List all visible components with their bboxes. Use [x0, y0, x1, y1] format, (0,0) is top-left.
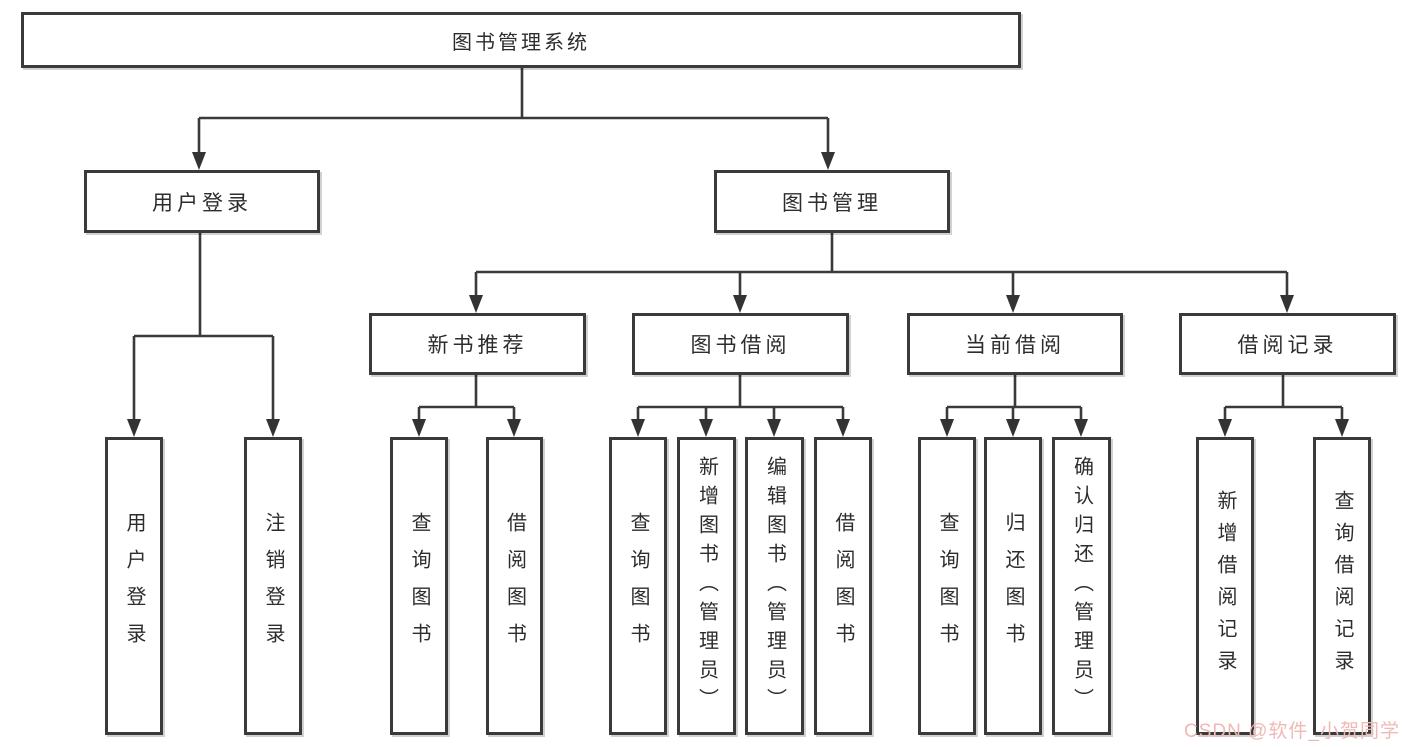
leaf-query-books-recommend: 查询图书 — [390, 437, 448, 735]
csdn-watermark: CSDN @软件_小贺同学 — [1184, 721, 1400, 742]
leaf-borrow-books-recommend: 借阅图书 — [486, 437, 543, 735]
leaf-add-borrow-record: 新增借阅记录 — [1196, 437, 1254, 735]
leaf-query-books-current: 查询图书 — [918, 437, 976, 735]
leaf-borrow-books-borrowing: 借阅图书 — [814, 437, 872, 735]
leaf-logout: 注销登录 — [244, 437, 302, 735]
leaf-return-book: 归还图书 — [984, 437, 1042, 735]
node-book-management: 图书管理 — [714, 170, 950, 233]
node-user-login: 用户登录 — [84, 170, 320, 233]
leaf-query-books-borrowing: 查询图书 — [609, 437, 667, 735]
leaf-user-login: 用户登录 — [105, 437, 163, 735]
leaf-edit-book-admin: 编辑图书（管理员） — [745, 437, 804, 735]
leaf-confirm-return-admin: 确认归还（管理员） — [1052, 437, 1111, 735]
node-borrowing-records: 借阅记录 — [1179, 313, 1396, 375]
leaf-add-book-admin: 新增图书（管理员） — [677, 437, 736, 735]
node-book-borrowing: 图书借阅 — [632, 313, 849, 375]
leaf-query-borrow-record: 查询借阅记录 — [1313, 437, 1371, 735]
node-library-management-system: 图书管理系统 — [21, 12, 1021, 68]
node-new-book-recommendation: 新书推荐 — [369, 313, 586, 375]
arrowheads — [127, 152, 1349, 437]
node-current-borrowing: 当前借阅 — [907, 313, 1123, 375]
